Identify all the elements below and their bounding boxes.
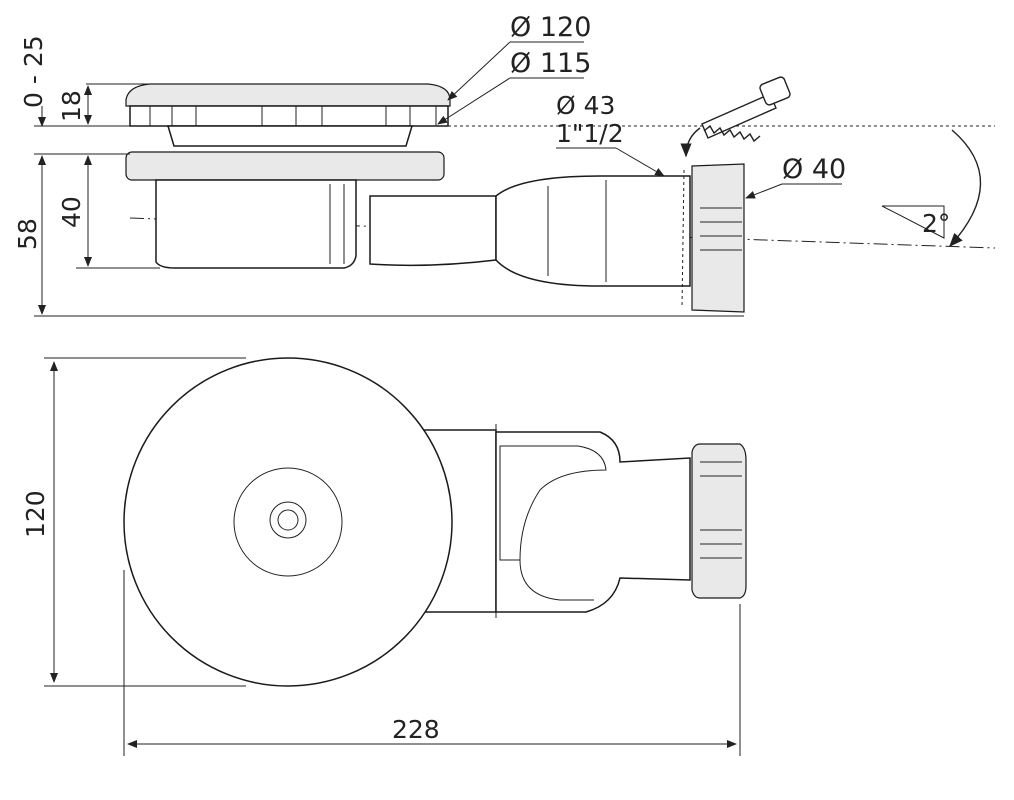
label-dia-115: Ø 115 xyxy=(510,48,591,79)
center-screw xyxy=(269,501,307,539)
saw-icon xyxy=(680,76,791,158)
label-range-0-25: 0 - 25 xyxy=(19,35,48,108)
label-h-18: 18 xyxy=(57,90,86,122)
label-h-58: 58 xyxy=(13,218,42,250)
label-width-120: 120 xyxy=(21,490,50,538)
outlet-pipe xyxy=(495,175,691,287)
grate-cap xyxy=(125,83,451,107)
top-view: 120 228 xyxy=(21,357,747,756)
angle-triangle xyxy=(881,205,945,239)
body-bowl xyxy=(155,179,357,269)
label-dia-120: Ø 120 xyxy=(510,12,591,43)
label-length-228: 228 xyxy=(392,715,440,744)
label-thread: 1"1/2 xyxy=(556,119,624,148)
top-compression-nut xyxy=(691,443,747,599)
label-h-40: 40 xyxy=(57,196,86,228)
label-dia-43: Ø 43 xyxy=(556,91,615,120)
angle-arc xyxy=(949,129,982,248)
label-angle: 2° xyxy=(922,209,950,238)
compression-nut xyxy=(691,163,745,313)
center-ring xyxy=(233,467,343,577)
cut-line xyxy=(681,169,685,309)
top-nut-grooves xyxy=(700,461,742,559)
grate-ribs xyxy=(129,105,449,127)
grate-disk-top xyxy=(123,357,453,687)
outlet-elbow xyxy=(369,195,497,267)
side-view: Ø 120 Ø 115 Ø 43 1"1/2 Ø 40 2° 0 - 25 18… xyxy=(13,12,996,317)
top-elbow xyxy=(495,431,691,613)
grate-collar xyxy=(166,125,414,147)
body-flange xyxy=(125,151,445,181)
nut-grooves xyxy=(700,207,742,251)
grate-rib-lines xyxy=(149,106,437,126)
label-dia-40: Ø 40 xyxy=(782,154,846,185)
